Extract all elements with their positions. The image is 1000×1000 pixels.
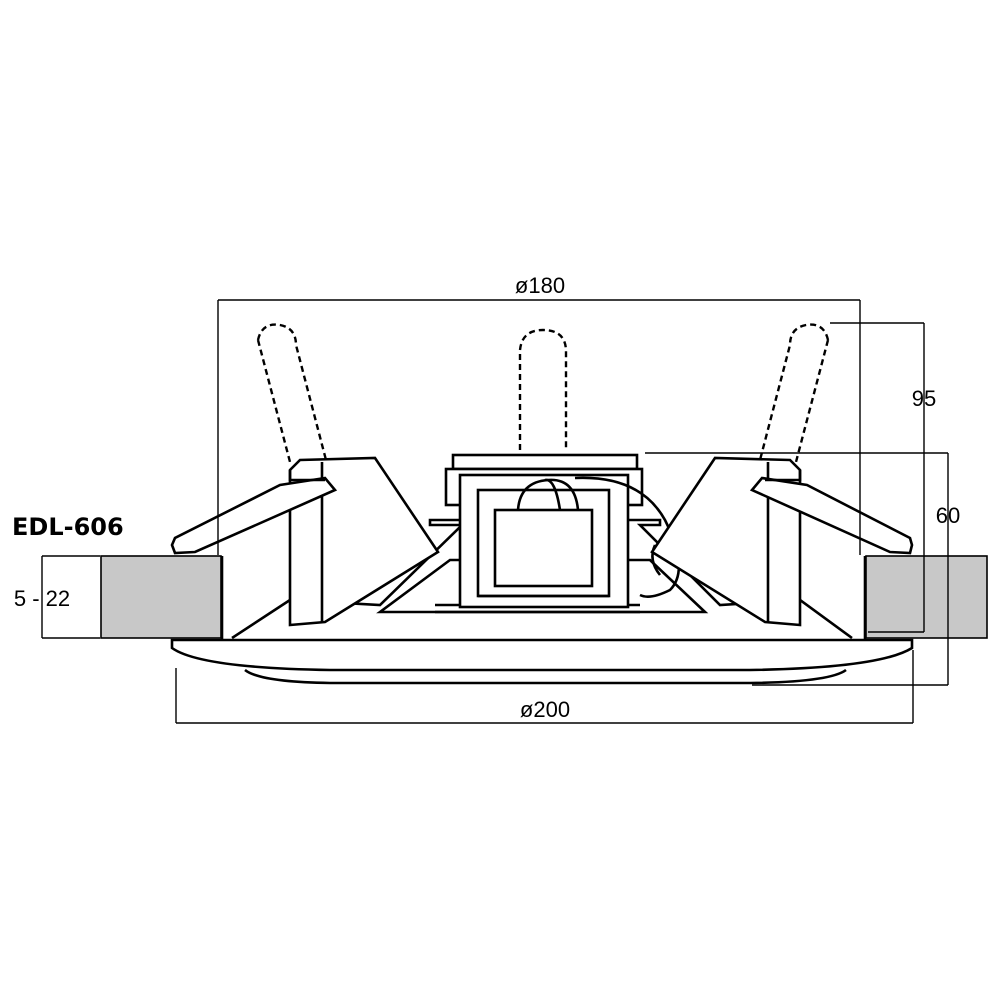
ceiling-panel-left bbox=[100, 555, 222, 639]
dimension-60 bbox=[645, 452, 949, 686]
clamp-raised-center bbox=[518, 328, 568, 450]
clamp-raised-left bbox=[256, 323, 328, 463]
ceiling-panel-right bbox=[865, 555, 988, 639]
mounting-clamp-right bbox=[650, 456, 914, 627]
clamp-raised-right bbox=[758, 323, 830, 463]
cutout-diameter-label: ø180 bbox=[515, 273, 565, 298]
depth-clamps-label: 95 bbox=[912, 386, 936, 411]
dimension-ceiling-thickness bbox=[41, 555, 100, 639]
model-name: EDL-606 bbox=[12, 513, 124, 541]
dimension-cutout bbox=[217, 299, 861, 555]
dimension-95 bbox=[830, 322, 925, 633]
mounting-clamp-left bbox=[170, 456, 440, 627]
outer-diameter-label: ø200 bbox=[520, 697, 570, 722]
depth-body-label: 60 bbox=[936, 503, 960, 528]
transformer bbox=[444, 453, 644, 609]
speaker-rim bbox=[170, 556, 914, 685]
ceiling-thickness-label: 5 - 22 bbox=[14, 586, 70, 611]
dimension-outer bbox=[175, 650, 914, 724]
